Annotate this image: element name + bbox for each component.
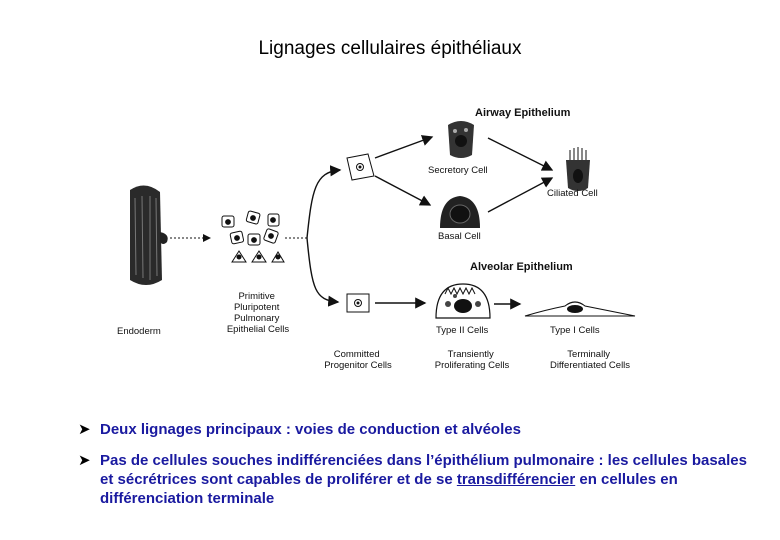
secretory-label: Secretory Cell [428, 165, 488, 176]
transdifferencier-term: transdifférencier [456, 471, 576, 488]
arrow-bullet-icon: ➤ [78, 452, 91, 469]
ciliated-cell [566, 147, 590, 191]
transient-label: Transiently Proliferating Cells [435, 349, 510, 371]
type2-label: Type II Cells [436, 325, 489, 336]
slide-title: Lignages cellulaires épithéliaux [258, 38, 522, 59]
basal-cell [440, 196, 480, 228]
arrow-secretory-ciliated [487, 137, 554, 171]
endoderm-label: Endoderm [117, 326, 161, 337]
arrow-basal-ciliated [487, 177, 554, 213]
bullet-text-2: Pas de cellules souches indifférenciées … [100, 452, 747, 507]
bullet-item-2: ➤ Pas de cellules souches indifférenciée… [78, 451, 758, 508]
arrow-bullet-icon: ➤ [78, 421, 91, 438]
alveolar-progenitor-cell [346, 293, 370, 313]
bullet-item-1: ➤ Deux lignages principaux : voies de co… [78, 420, 758, 439]
arrow-branch-alveolar [306, 237, 340, 307]
bullet-text-1: Deux lignages principaux : voies de cond… [100, 421, 521, 438]
terminal-label: Terminally Differentiated Cells [550, 349, 630, 371]
arrow-progenitor-basal [374, 175, 432, 206]
type1-cell [524, 301, 636, 317]
committed-label: Committed Progenitor Cells [324, 349, 392, 371]
airway-header: Airway Epithelium [475, 107, 571, 119]
bullet-list: ➤ Deux lignages principaux : voies de co… [78, 420, 758, 520]
secretory-cell [448, 121, 474, 158]
airway-progenitor-cell [346, 153, 375, 181]
ciliated-label: Ciliated Cell [547, 188, 598, 199]
alveolar-header: Alveolar Epithelium [470, 261, 573, 273]
primitive-cells-cluster [221, 210, 285, 263]
primitive-label: Primitive Pluripotent Pulmonary Epitheli… [227, 291, 290, 335]
basal-label: Basal Cell [438, 231, 481, 242]
type2-cell [435, 283, 491, 319]
type1-label: Type I Cells [550, 325, 600, 336]
arrow-progenitor-secretory [374, 135, 434, 159]
endoderm-illustration [130, 185, 168, 285]
arrow-branch-airway [306, 165, 342, 239]
